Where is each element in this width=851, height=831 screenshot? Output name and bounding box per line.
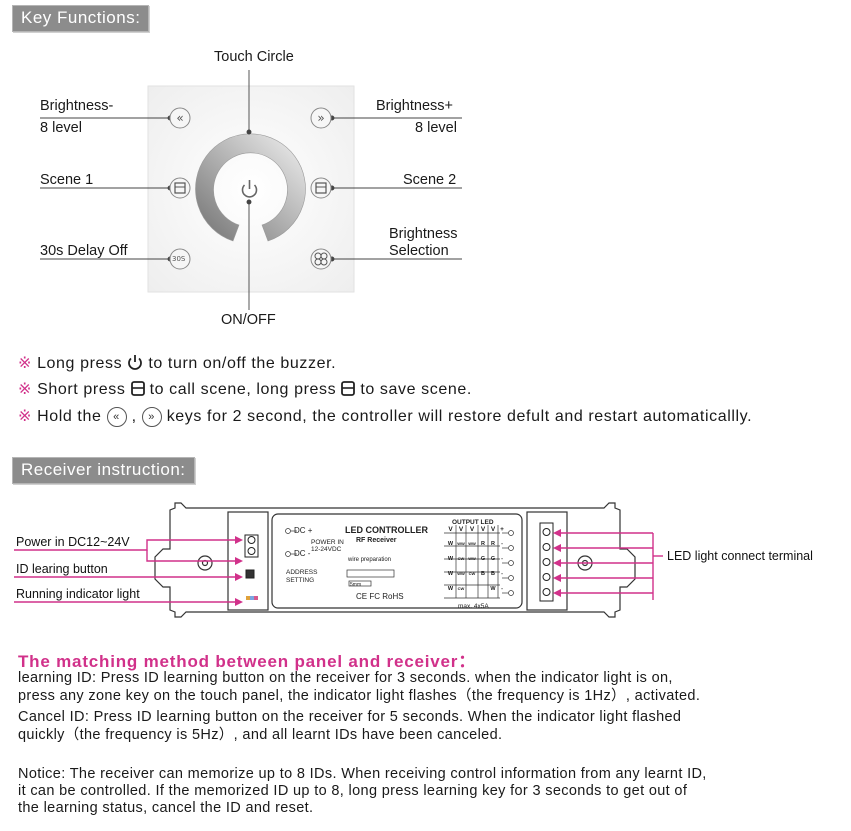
matching-line-4: quickly（the frequency is 5Hz）, and all l… bbox=[18, 727, 503, 743]
brightness-minus-level: 8 level bbox=[40, 120, 82, 136]
delay-key-label: 30S bbox=[172, 255, 186, 263]
power-in-label: Power in DC12~24V bbox=[16, 535, 130, 549]
brightness-select-key bbox=[310, 248, 332, 270]
brightness-plus-key bbox=[310, 107, 332, 129]
controller-subtitle: RF Receiver bbox=[356, 537, 397, 544]
matching-line-1: learning ID: Press ID learning button on… bbox=[18, 670, 673, 686]
touch-circle-label: Touch Circle bbox=[214, 49, 294, 65]
address-text: ADDRESS bbox=[286, 569, 318, 576]
scene1-key bbox=[169, 177, 191, 199]
note-buzzer: ※ Long press to turn on/off the buzzer. bbox=[18, 355, 337, 372]
setting-text: SETTING bbox=[286, 577, 315, 584]
note-restore: ※ Hold the « , » keys for 2 second, the … bbox=[18, 406, 753, 427]
brightness-selection-label-1: Brightness bbox=[389, 226, 458, 242]
brightness-plus-level: 8 level bbox=[415, 120, 457, 136]
scene-icon bbox=[130, 381, 145, 396]
id-learning-label: ID learing button bbox=[16, 562, 108, 576]
notice-line-3: the learning status, cancel the ID and r… bbox=[18, 800, 314, 816]
certification-marks: CE FC RoHS bbox=[356, 592, 404, 601]
dc-plus: DC + bbox=[294, 526, 313, 535]
indicator-light-label: Running indicator light bbox=[16, 587, 140, 601]
brightness-select-icon bbox=[314, 252, 328, 266]
key-functions-header: Key Functions: bbox=[12, 5, 150, 32]
power-icon bbox=[128, 355, 143, 370]
rewind-icon: « bbox=[176, 111, 183, 125]
forward-icon: » bbox=[317, 111, 324, 125]
matching-line-3: Cancel ID: Press ID learning button on t… bbox=[18, 709, 682, 725]
power-in-text: POWER IN bbox=[311, 539, 344, 546]
power-icon bbox=[241, 180, 258, 198]
note-scene: ※ Short press to call scene, long press … bbox=[18, 381, 472, 398]
dc-minus: DC - bbox=[294, 549, 311, 558]
wire-prep-text: wire preparation bbox=[348, 557, 392, 563]
receiver-diagram bbox=[14, 502, 663, 618]
delay-label: 30s Delay Off bbox=[40, 243, 128, 259]
delay-key bbox=[169, 248, 191, 270]
rewind-icon: « bbox=[106, 406, 127, 427]
notice-line-2: it can be controlled. If the memorized I… bbox=[18, 783, 688, 799]
max-current-text: max. 4x5A bbox=[458, 603, 489, 610]
scene2-icon bbox=[315, 182, 327, 194]
forward-icon: » bbox=[141, 406, 162, 427]
scene1-icon bbox=[174, 182, 186, 194]
onoff-label: ON/OFF bbox=[221, 312, 276, 328]
power-voltage-text: 12-24VDC bbox=[311, 546, 342, 553]
touch-circle bbox=[195, 133, 306, 242]
notice-line-1: Notice: The receiver can memorize up to … bbox=[18, 766, 707, 782]
matching-line-2: press any zone key on the touch panel, t… bbox=[18, 688, 701, 704]
brightness-minus-key bbox=[169, 107, 191, 129]
brightness-selection-label-2: Selection bbox=[389, 243, 449, 259]
scene1-label: Scene 1 bbox=[40, 172, 94, 188]
wire-mm-text: 5mm bbox=[350, 582, 362, 588]
controller-title: LED CONTROLLER bbox=[345, 525, 428, 535]
receiver-header: Receiver instruction: bbox=[12, 457, 195, 484]
led-terminal-label: LED light connect terminal bbox=[667, 549, 813, 563]
scene2-label: Scene 2 bbox=[403, 172, 457, 188]
scene2-key bbox=[310, 177, 332, 199]
brightness-plus-label: Brightness+ bbox=[376, 98, 453, 114]
output-v-row: V V V V V + bbox=[448, 526, 504, 533]
touch-panel-diagram: « » bbox=[40, 70, 462, 310]
brightness-minus-label: Brightness- bbox=[40, 98, 114, 114]
scene-icon bbox=[341, 381, 356, 396]
output-led-text: OUTPUT LED bbox=[452, 519, 494, 526]
matching-title: The matching method between panel and re… bbox=[18, 652, 476, 671]
